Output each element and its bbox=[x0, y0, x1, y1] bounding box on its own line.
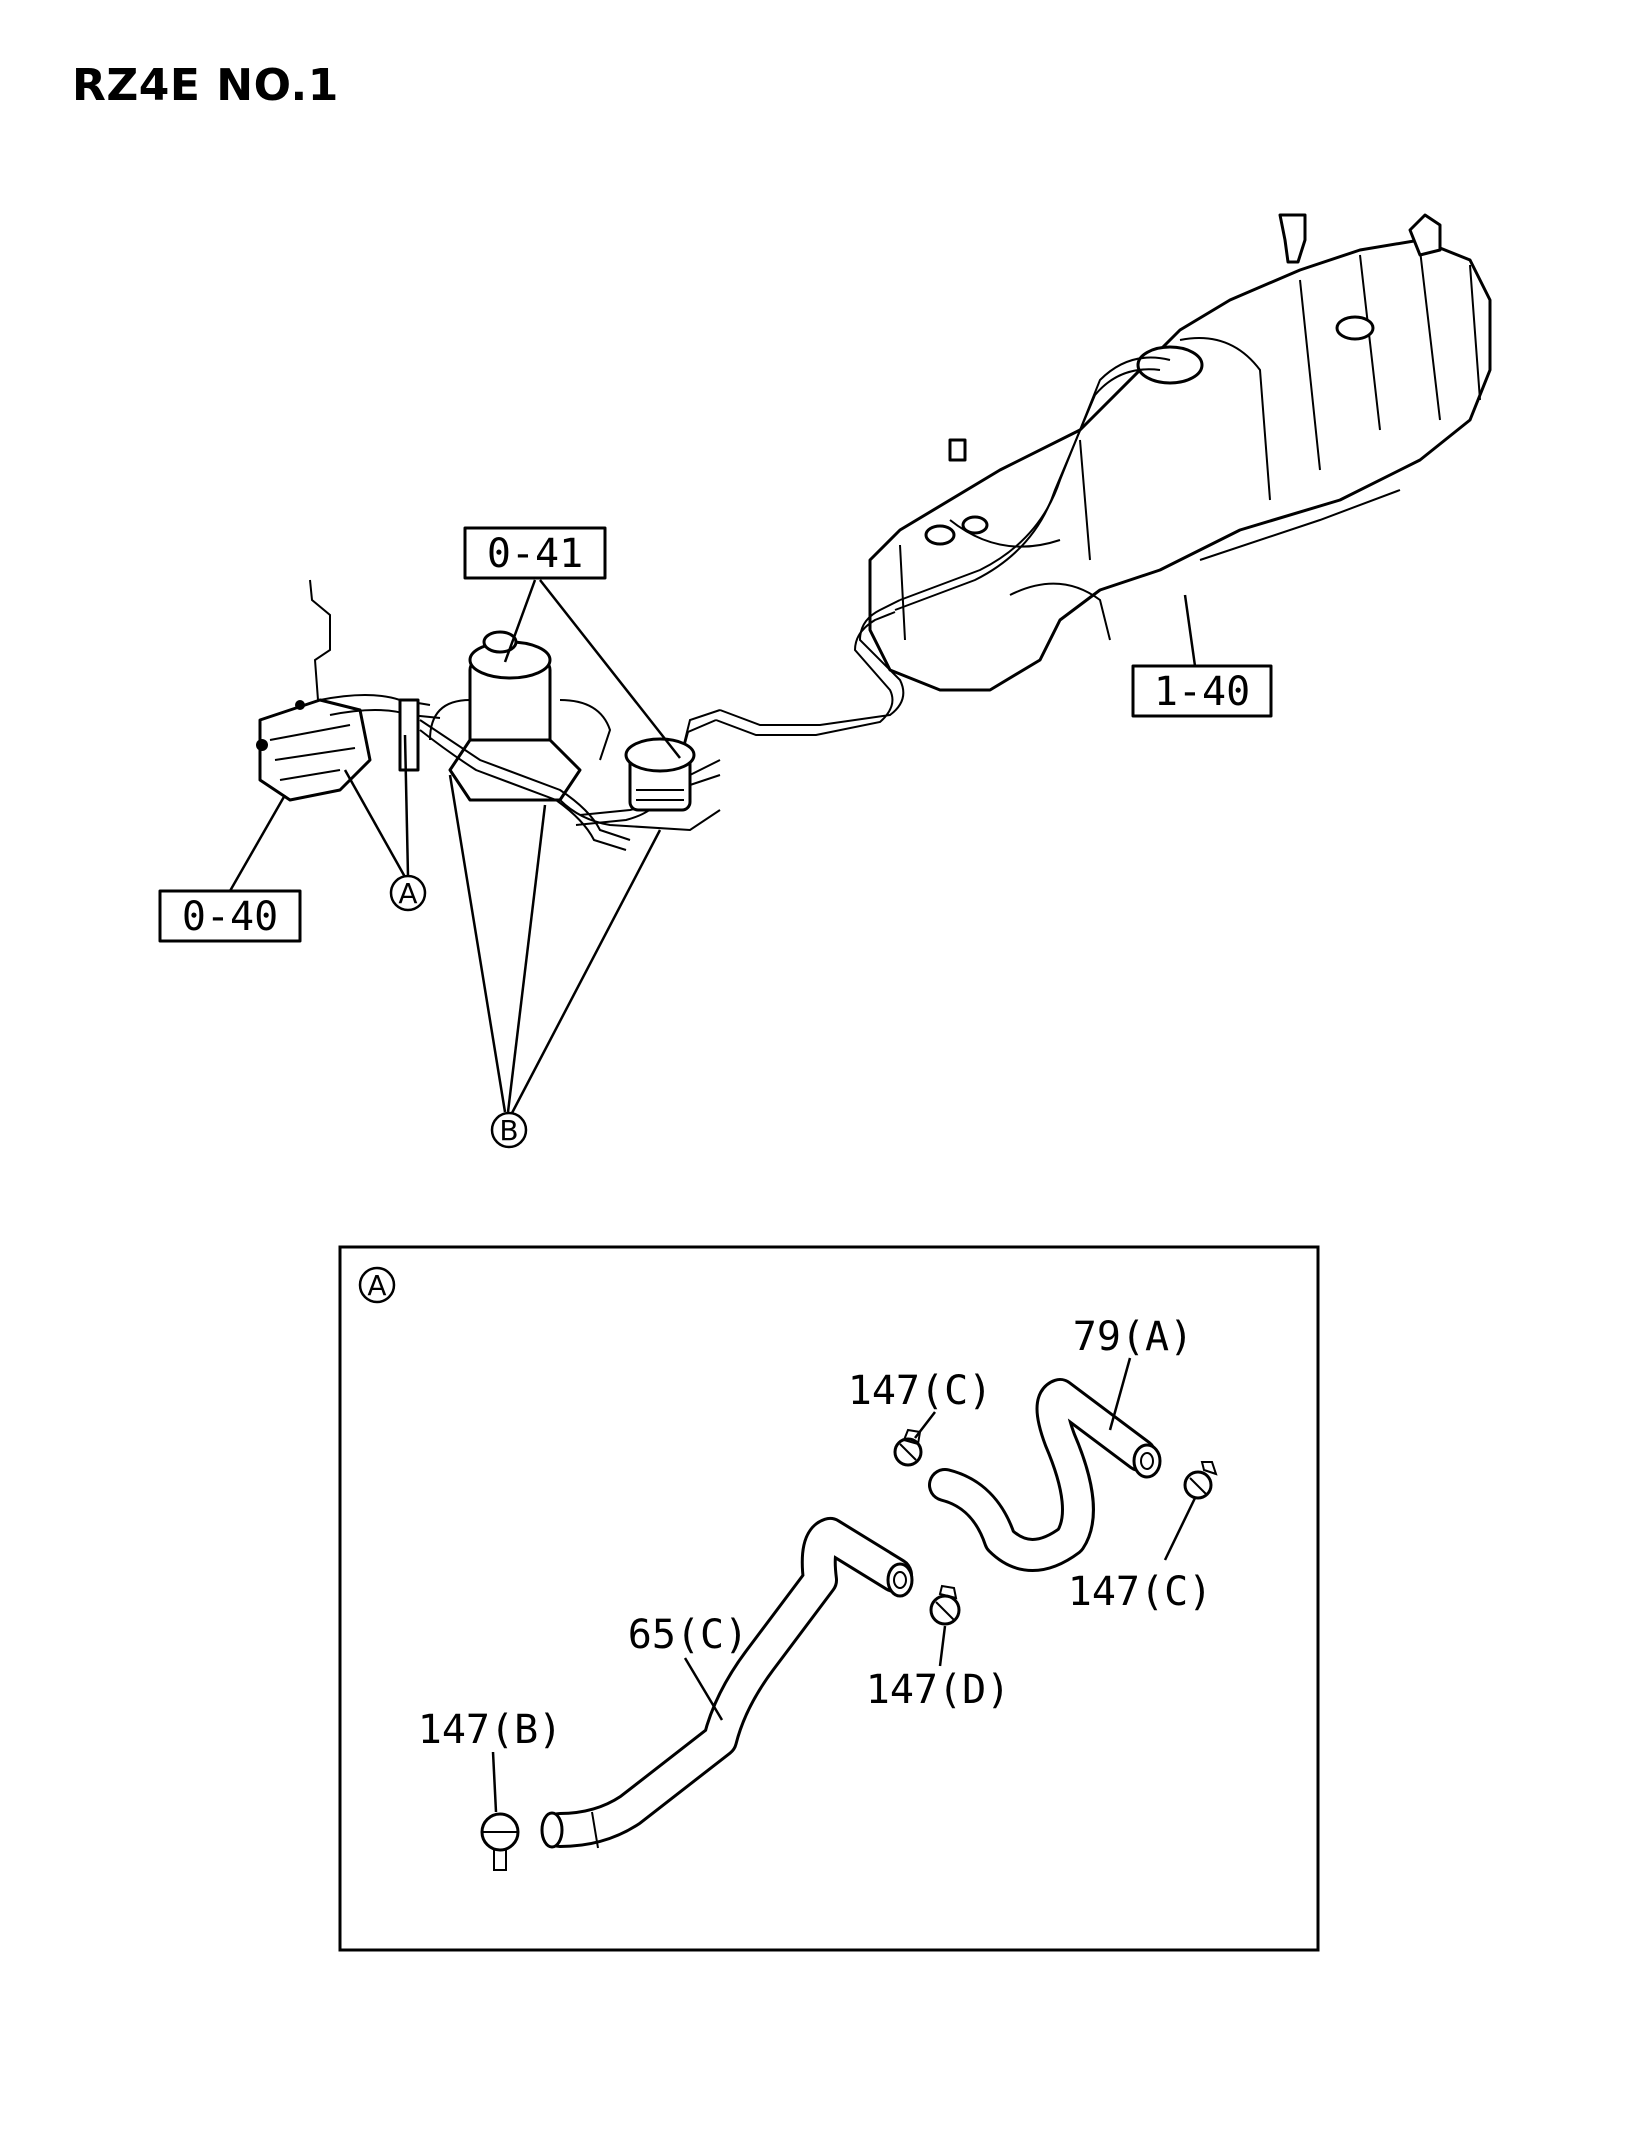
label-79a: 79(A) bbox=[1073, 1314, 1193, 1360]
svg-text:A: A bbox=[367, 1269, 386, 1302]
clamp-147b[interactable] bbox=[480, 1812, 520, 1871]
marker-b-label: B bbox=[499, 1114, 518, 1147]
callout-0-40-label: 0-40 bbox=[182, 894, 278, 940]
detail-a-frame bbox=[338, 1245, 1320, 1952]
fuel-tank bbox=[868, 213, 1492, 692]
marker-a-label: A bbox=[398, 877, 417, 910]
clamp-147c-top[interactable] bbox=[893, 1428, 923, 1467]
marker-b[interactable]: B bbox=[490, 1111, 528, 1149]
callout-1-40-label: 1-40 bbox=[1154, 669, 1250, 715]
marker-a[interactable]: A bbox=[389, 874, 427, 912]
callout-1-40[interactable]: 1-40 bbox=[1131, 664, 1273, 718]
callout-0-41[interactable]: 0-41 bbox=[463, 526, 607, 580]
label-65c: 65(C) bbox=[628, 1612, 748, 1658]
detail-a-marker: A bbox=[358, 1266, 396, 1304]
hoses-and-pipes bbox=[419, 719, 721, 851]
fuel-filter-assembly bbox=[429, 630, 612, 802]
clamp-147d[interactable] bbox=[929, 1584, 961, 1626]
fuel-injection-pump bbox=[256, 579, 441, 802]
label-147b: 147(B) bbox=[418, 1707, 563, 1753]
leader-lines bbox=[228, 579, 1197, 1114]
page-title: RZ4E NO.1 bbox=[72, 60, 339, 111]
callout-0-40[interactable]: 0-40 bbox=[158, 889, 302, 943]
label-147d: 147(D) bbox=[866, 1667, 1011, 1713]
detail-leader-lines bbox=[491, 1357, 1197, 1813]
hose-65c[interactable] bbox=[540, 1517, 914, 1849]
clamp-147c-right[interactable] bbox=[1183, 1461, 1218, 1500]
label-147c-top: 147(C) bbox=[848, 1368, 993, 1414]
label-147c-right: 147(C) bbox=[1068, 1569, 1213, 1615]
callout-0-41-label: 0-41 bbox=[487, 531, 583, 577]
hose-79a[interactable] bbox=[928, 1378, 1162, 1572]
sedimenter bbox=[624, 737, 696, 812]
